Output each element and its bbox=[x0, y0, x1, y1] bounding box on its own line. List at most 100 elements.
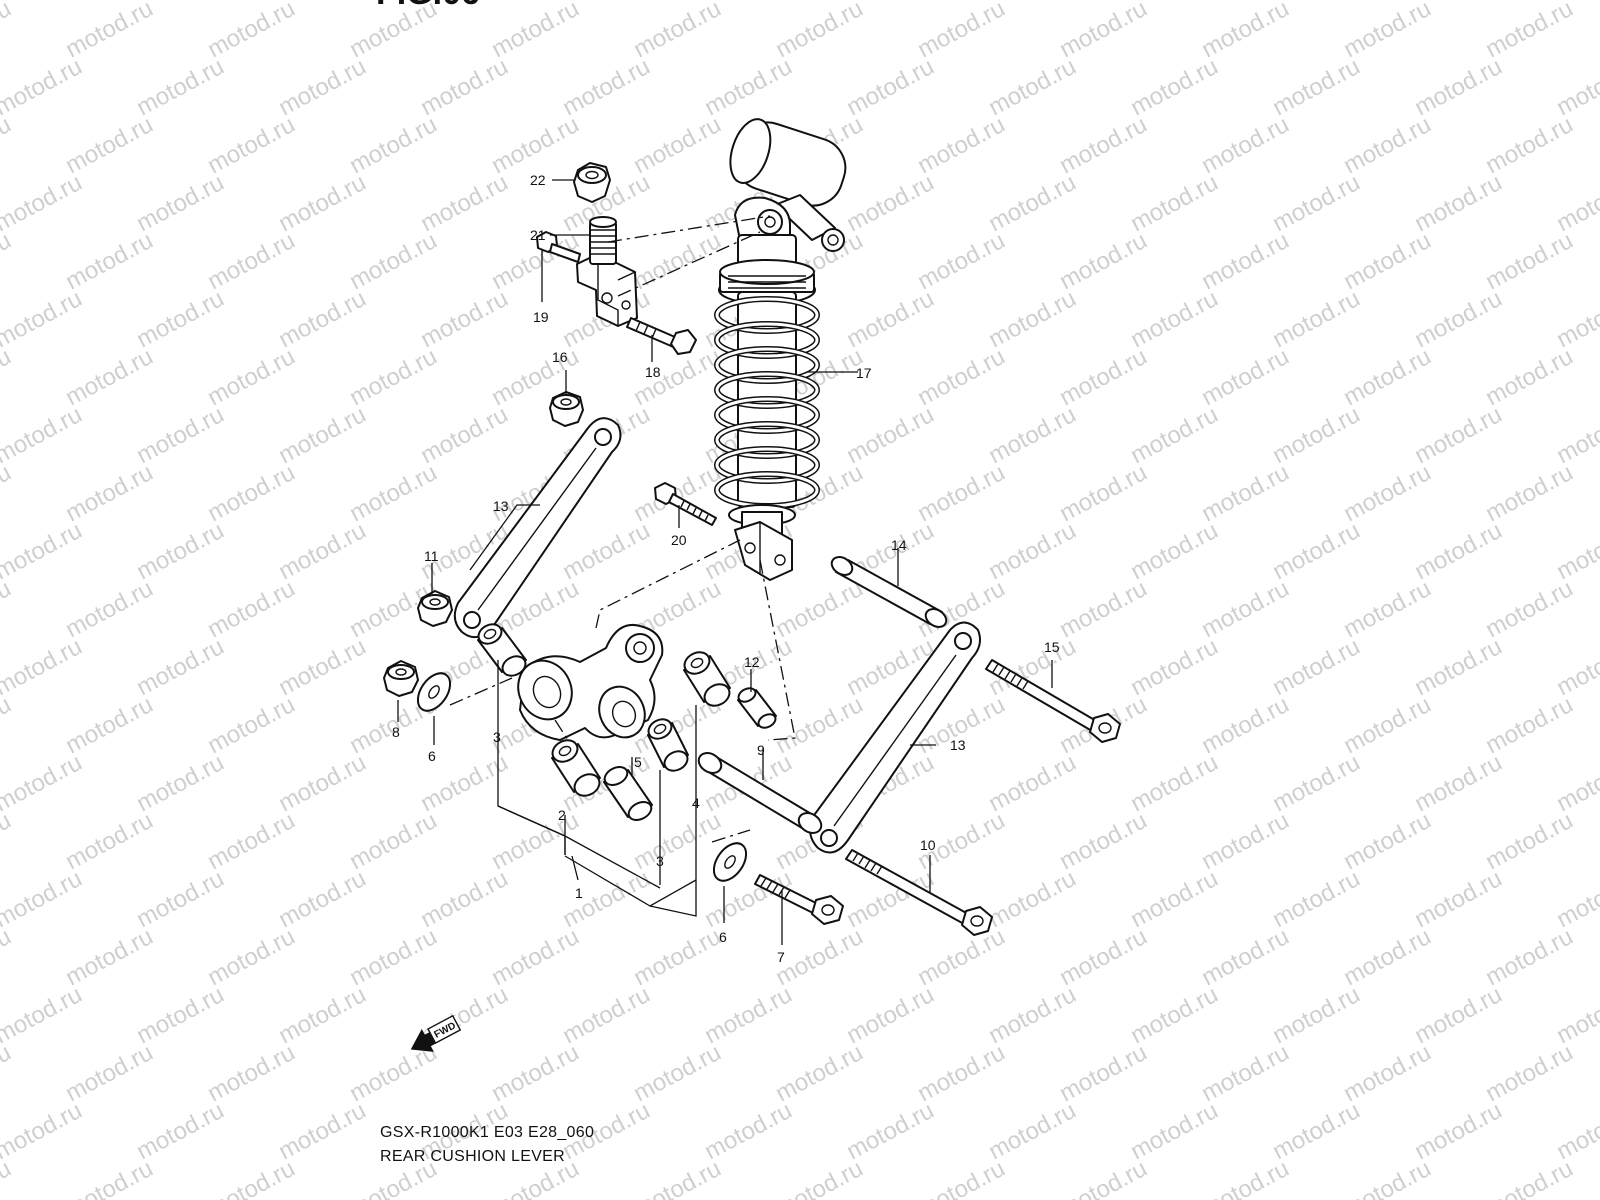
watermark-text: motod.ru bbox=[0, 0, 86, 5]
watermark-text: motod.ru bbox=[487, 111, 583, 179]
watermark-text: motod.ru bbox=[1268, 53, 1364, 121]
watermark-text: motod.ru bbox=[1481, 691, 1577, 759]
watermark-text: motod.ru bbox=[132, 169, 228, 237]
watermark-text: motod.ru bbox=[1268, 633, 1364, 701]
watermark-text: motod.ru bbox=[0, 633, 86, 701]
watermark-text: motod.ru bbox=[1410, 981, 1506, 1049]
watermark-text: motod.ru bbox=[132, 749, 228, 817]
watermark-text: motod.ru bbox=[274, 633, 370, 701]
watermark-text: motod.ru bbox=[1197, 343, 1293, 411]
watermark-text: motod.ru bbox=[771, 923, 867, 991]
callout-13-left: 13 bbox=[493, 498, 509, 514]
watermark-text: motod.ru bbox=[1552, 749, 1600, 817]
needle-bearing-3-upper bbox=[477, 623, 527, 677]
watermark-text: motod.ru bbox=[345, 227, 441, 295]
watermark-text: motod.ru bbox=[1197, 807, 1293, 875]
watermark-text: motod.ru bbox=[203, 111, 299, 179]
watermark-text: motod.ru bbox=[984, 981, 1080, 1049]
watermark-text: motod.ru bbox=[1197, 459, 1293, 527]
callout-14: 14 bbox=[891, 537, 907, 553]
watermark-text: motod.ru bbox=[416, 401, 512, 469]
spacer-12 bbox=[737, 687, 777, 729]
spacer-14 bbox=[830, 556, 948, 628]
watermark-text: motod.ru bbox=[1481, 1039, 1577, 1107]
watermark-text: motod.ru bbox=[0, 401, 86, 469]
watermark-text: motod.ru bbox=[1268, 169, 1364, 237]
watermark-text: motod.ru bbox=[487, 0, 583, 63]
watermark-text: motod.ru bbox=[1339, 807, 1435, 875]
upper-bracket bbox=[576, 216, 638, 327]
watermark-text: motod.ru bbox=[1552, 981, 1600, 1049]
watermark-text: motod.ru bbox=[132, 981, 228, 1049]
watermark-text: motod.ru bbox=[1197, 1155, 1293, 1200]
watermark-text: motod.ru bbox=[274, 517, 370, 585]
watermark-text: motod.ru bbox=[203, 1155, 299, 1200]
watermark-text: motod.ru bbox=[0, 1097, 86, 1165]
nut-16 bbox=[549, 391, 584, 427]
watermark-text: motod.ru bbox=[1197, 691, 1293, 759]
watermark-text: motod.ru bbox=[842, 169, 938, 237]
watermark-text: motod.ru bbox=[984, 865, 1080, 933]
watermark-text: motod.ru bbox=[345, 111, 441, 179]
watermark-text: motod.ru bbox=[0, 169, 86, 237]
watermark-text: motod.ru bbox=[1126, 169, 1222, 237]
watermark-text: motod.ru bbox=[0, 807, 15, 875]
watermark-text: motod.ru bbox=[61, 227, 157, 295]
callout-19: 19 bbox=[533, 309, 549, 325]
watermark-text: motod.ru bbox=[416, 53, 512, 121]
cushion-rod-right bbox=[809, 621, 981, 854]
watermark-text: motod.ru bbox=[1339, 691, 1435, 759]
callout-6-lower: 6 bbox=[719, 929, 727, 945]
spring-coil-highlight bbox=[715, 322, 819, 358]
watermark-text: motod.ru bbox=[1268, 865, 1364, 933]
watermark-text: motod.ru bbox=[913, 1155, 1009, 1200]
watermark-text: motod.ru bbox=[1481, 807, 1577, 875]
watermark-text: motod.ru bbox=[203, 575, 299, 643]
watermark-text: motod.ru bbox=[203, 923, 299, 991]
watermark-text: motod.ru bbox=[913, 923, 1009, 991]
rear-shock-absorber bbox=[714, 118, 847, 581]
watermark-text: motod.ru bbox=[1055, 0, 1151, 63]
watermark-text: motod.ru bbox=[984, 1097, 1080, 1165]
watermark-text: motod.ru bbox=[984, 749, 1080, 817]
callout-18: 18 bbox=[645, 364, 661, 380]
watermark-text: motod.ru bbox=[1410, 401, 1506, 469]
watermark-text: motod.ru bbox=[1410, 1097, 1506, 1165]
watermark-text: motod.ru bbox=[1126, 53, 1222, 121]
watermark-text: motod.ru bbox=[913, 227, 1009, 295]
watermark-text: motod.ru bbox=[345, 807, 441, 875]
watermark-text: motod.ru bbox=[203, 807, 299, 875]
watermark-text: motod.ru bbox=[1339, 0, 1435, 63]
watermark-text: motod.ru bbox=[913, 459, 1009, 527]
watermark-text: motod.ru bbox=[1410, 633, 1506, 701]
watermark-text: motod.ru bbox=[1481, 227, 1577, 295]
watermark-text: motod.ru bbox=[61, 1039, 157, 1107]
watermark-text: motod.ru bbox=[1126, 749, 1222, 817]
cushion-lever bbox=[517, 624, 664, 741]
nut-22 bbox=[573, 162, 611, 203]
watermark-text: motod.ru bbox=[1126, 981, 1222, 1049]
watermark-text: motod.ru bbox=[1339, 1155, 1435, 1200]
watermark-text: motod.ru bbox=[0, 343, 15, 411]
watermark-text: motod.ru bbox=[1339, 459, 1435, 527]
watermark-text: motod.ru bbox=[1055, 343, 1151, 411]
callout-15: 15 bbox=[1044, 639, 1060, 655]
watermark-text: motod.ru bbox=[1126, 285, 1222, 353]
watermark-text: motod.ru bbox=[0, 575, 15, 643]
watermark-text: motod.ru bbox=[132, 285, 228, 353]
watermark-text: motod.ru bbox=[771, 1155, 867, 1200]
watermark-text: motod.ru bbox=[0, 749, 86, 817]
watermark-text: motod.ru bbox=[132, 517, 228, 585]
spring-coil-highlight bbox=[715, 347, 819, 383]
watermark-text: motod.ru bbox=[0, 53, 86, 121]
watermark-text: motod.ru bbox=[913, 343, 1009, 411]
watermark-text: motod.ru bbox=[1552, 865, 1600, 933]
watermark-text: motod.ru bbox=[1126, 401, 1222, 469]
watermark-text: motod.ru bbox=[1268, 749, 1364, 817]
watermark-text: motod.ru bbox=[1481, 575, 1577, 643]
callout-4: 4 bbox=[692, 795, 700, 811]
watermark-text: motod.ru bbox=[274, 1097, 370, 1165]
callout-10: 10 bbox=[920, 837, 936, 853]
spring-coil-highlight bbox=[715, 447, 819, 483]
